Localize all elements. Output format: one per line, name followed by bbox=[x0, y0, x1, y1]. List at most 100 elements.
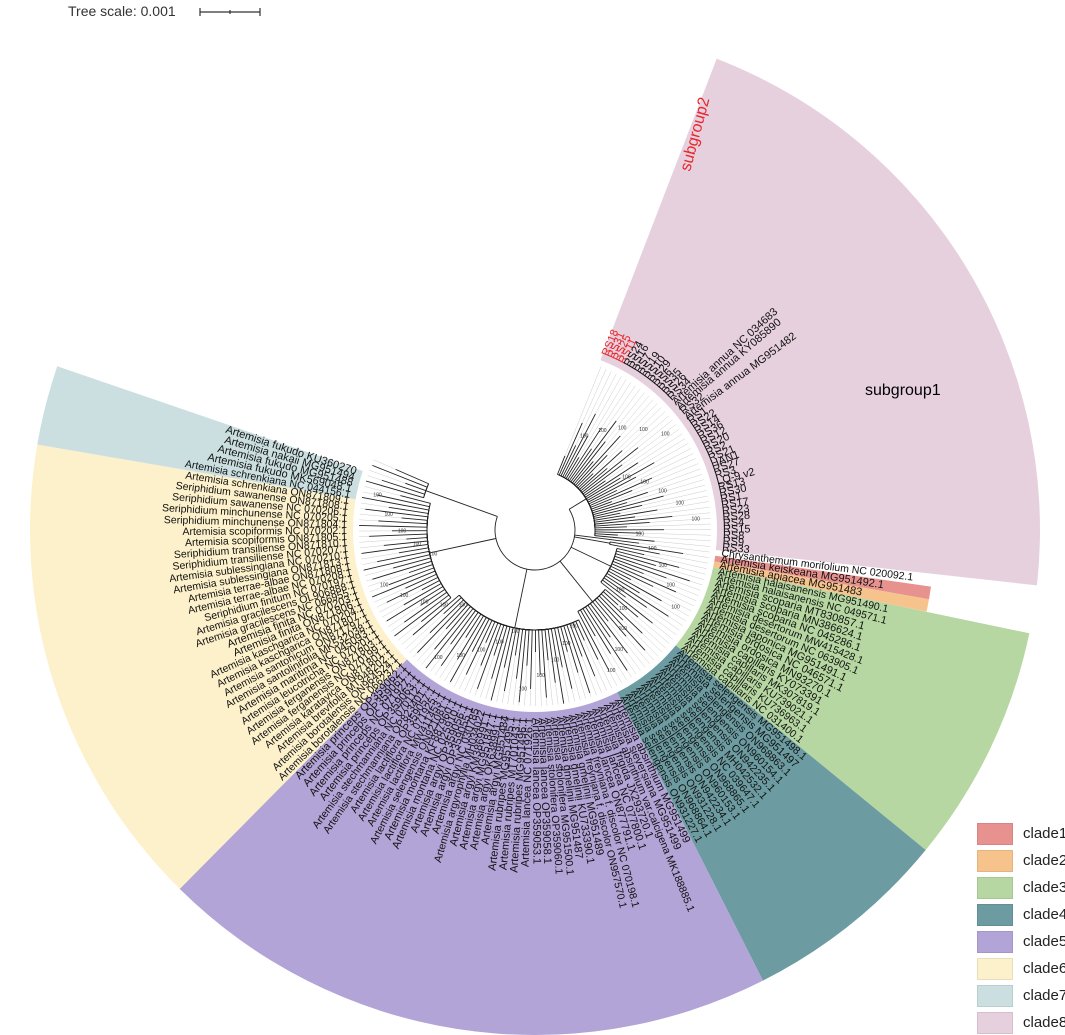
branch-tip bbox=[376, 494, 430, 508]
branch-tip bbox=[600, 581, 653, 624]
branch-link bbox=[577, 601, 593, 612]
branch-tip-guide bbox=[597, 659, 613, 689]
branch-tip bbox=[594, 516, 636, 523]
branch-link bbox=[463, 599, 515, 629]
branch-tip-guide bbox=[593, 395, 650, 462]
branch-link bbox=[514, 620, 576, 631]
branch-link bbox=[429, 552, 444, 587]
tree-scale-label: Tree scale: 0.001 bbox=[68, 3, 176, 19]
branch-tip-guide bbox=[663, 484, 706, 497]
bootstrap-value: 100 bbox=[676, 501, 685, 507]
branch-tip bbox=[594, 533, 618, 536]
branch-tip-guide bbox=[607, 403, 658, 456]
branch-tip bbox=[359, 524, 428, 528]
legend-item-clade6: clade6 bbox=[977, 955, 1065, 982]
branch-tip bbox=[590, 490, 633, 508]
branch-link bbox=[426, 503, 431, 554]
bootstrap-value: 100 bbox=[607, 668, 616, 674]
clade-sector-clade5 bbox=[179, 659, 763, 1035]
bootstrap-value: 100 bbox=[666, 583, 675, 589]
branch-tip bbox=[476, 623, 502, 690]
branch-tip bbox=[596, 597, 646, 651]
branch-tip bbox=[365, 480, 424, 499]
branch-tip-guide bbox=[610, 637, 637, 675]
branch-tip-guide bbox=[608, 621, 646, 668]
branch-tip-guide bbox=[617, 604, 666, 649]
branch-tip bbox=[480, 622, 499, 666]
branch-tip bbox=[516, 629, 524, 679]
branch-tip-guide bbox=[547, 660, 553, 706]
branch-tip bbox=[577, 611, 610, 671]
branch-tip bbox=[576, 454, 608, 488]
leaf-label: RS28 bbox=[722, 510, 750, 524]
bootstrap-value: 100 bbox=[440, 603, 449, 609]
legend-swatch bbox=[977, 984, 1013, 1007]
branch-tip bbox=[594, 535, 655, 542]
branch-tip bbox=[606, 572, 640, 594]
branch-tip-guide bbox=[474, 688, 478, 696]
bootstrap-value: 100 bbox=[648, 546, 657, 552]
branch-tip bbox=[403, 583, 442, 606]
branch-tip-guide bbox=[666, 577, 701, 591]
legend-label: clade6 bbox=[1023, 960, 1065, 977]
branch-tip-guide bbox=[364, 486, 401, 496]
branch-tip-guide bbox=[417, 628, 447, 662]
branch-tip-guide bbox=[512, 678, 517, 705]
branch-tip-guide bbox=[639, 542, 710, 553]
branch-tip bbox=[554, 627, 563, 668]
branch-tip bbox=[568, 448, 592, 482]
branch-tip-guide bbox=[564, 366, 602, 456]
branch-tip bbox=[575, 621, 585, 641]
branch-tip bbox=[594, 531, 641, 534]
branch-tip-guide bbox=[581, 656, 597, 696]
branch-tip-guide bbox=[591, 385, 636, 449]
branch-tip bbox=[613, 558, 667, 579]
branch-tip bbox=[405, 482, 427, 492]
branch-tip-guide bbox=[626, 523, 711, 528]
branch-tip-guide bbox=[646, 607, 680, 631]
branch-clade-stem bbox=[514, 569, 528, 629]
branch-tip bbox=[400, 495, 431, 504]
branch-tip bbox=[566, 624, 591, 694]
branch-tip-guide bbox=[397, 621, 422, 641]
branch-tip-guide bbox=[672, 512, 711, 517]
branch-tip-guide bbox=[444, 659, 458, 682]
branch-tip bbox=[485, 621, 496, 643]
branch-tip bbox=[570, 420, 617, 483]
branch-tip-guide bbox=[571, 688, 576, 702]
branch-tip-guide bbox=[595, 635, 623, 684]
branch-tip-guide bbox=[409, 632, 431, 654]
branch-tip bbox=[610, 565, 654, 587]
branch-tip-guide bbox=[657, 501, 709, 511]
branch-tip-guide bbox=[362, 561, 378, 565]
branch-link bbox=[429, 552, 452, 599]
bootstrap-value: 100 bbox=[661, 431, 670, 437]
branch-tip-guide bbox=[454, 651, 473, 687]
branch-link bbox=[592, 599, 596, 603]
legend-item-clade2: clade2 bbox=[977, 847, 1065, 874]
branch-tip-guide bbox=[611, 468, 701, 502]
branch-tip-guide bbox=[655, 565, 704, 580]
branch-tip-guide bbox=[555, 682, 559, 705]
branch-tip-guide bbox=[359, 513, 402, 519]
branch-tip bbox=[514, 628, 520, 656]
branch-tip-guide bbox=[434, 665, 442, 675]
leaf-label: Seriphidium minchunense ON871804.1 bbox=[164, 514, 348, 531]
branch-tip bbox=[443, 597, 462, 615]
legend-label: clade5 bbox=[1023, 933, 1065, 950]
branch-tip-guide bbox=[605, 392, 645, 442]
leaf-label: RS23 bbox=[721, 503, 750, 518]
branch-tip-guide bbox=[369, 470, 406, 484]
branch-tip bbox=[611, 563, 677, 593]
legend-label: clade1 bbox=[1023, 825, 1065, 842]
branch-tip bbox=[612, 560, 644, 575]
legend-item-clade8: clade8 bbox=[977, 1009, 1065, 1035]
branch-tip bbox=[585, 606, 628, 671]
leaf-label: RS30 bbox=[718, 482, 747, 499]
tree-branches bbox=[359, 366, 712, 706]
branch-tip-guide bbox=[617, 534, 711, 542]
branch-tip bbox=[491, 625, 508, 679]
branch-tip bbox=[584, 462, 639, 498]
branch-clade-stem bbox=[570, 546, 611, 567]
branch-tip-guide bbox=[627, 652, 641, 671]
